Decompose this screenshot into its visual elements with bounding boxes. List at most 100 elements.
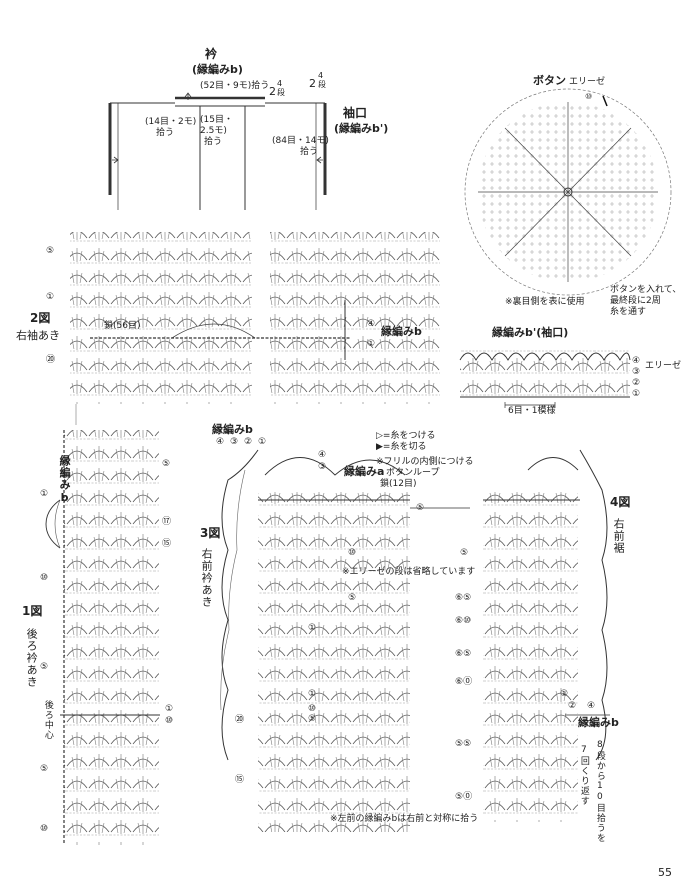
- fig3-elise-note: ※エリーゼの段は省略しています: [342, 567, 476, 577]
- edgebp-elise: エリーゼ: [645, 361, 682, 371]
- fig3-row-1b: ⑩: [308, 704, 317, 714]
- fig3-row-20: ⑳: [235, 715, 245, 725]
- fig1-row-e: ⑤: [40, 662, 49, 672]
- fig4-row-60a: ⑥⑩: [455, 616, 472, 626]
- fig4-pick-note: 8段から10目拾うを: [594, 740, 605, 843]
- fig2-title: 2図: [30, 311, 51, 325]
- button-chart: [464, 88, 672, 296]
- button-title: ボタン: [533, 74, 566, 87]
- fig2-chain: 鎖(56目): [104, 321, 141, 331]
- fig4-title: 4図: [610, 495, 631, 509]
- fig1-title: 1図: [22, 604, 43, 618]
- page-number: 55: [658, 866, 672, 879]
- fig3-edge-a: 縁編みa: [344, 465, 385, 478]
- button-note-last: 最終段に2周: [610, 296, 661, 306]
- fig4-row-1: ①: [560, 689, 569, 699]
- fig3-row-4: ④: [216, 437, 225, 447]
- fig1-row-g: ⑩: [165, 716, 174, 726]
- button-note-insert: ボタンを入れて、: [610, 285, 682, 295]
- fig3-button-loop: ボタンループ: [386, 468, 440, 478]
- fig2-row5: ⑤: [46, 246, 55, 256]
- fig3-row-2: ②: [244, 437, 253, 447]
- cuff-pick2: 拾う: [300, 147, 319, 157]
- fig1-center: 後ろ中心: [42, 700, 53, 740]
- cuff-pick: (84目・14モ): [272, 136, 329, 146]
- fig3-row-5b: ①: [308, 623, 317, 633]
- fig4-row-65: ⑥⑤: [455, 593, 472, 603]
- cuff-title: 袖口: [343, 106, 368, 120]
- fig4-row-55: ⑤⑤: [455, 739, 472, 749]
- cuff-rows: 2: [309, 77, 316, 90]
- edgebp-repeat: 6目・1模様: [508, 406, 556, 416]
- collar-mid-pick2: 2.5モ): [200, 126, 227, 136]
- fig4-edge-b: 縁編みb: [578, 716, 619, 729]
- fig2-chart: [70, 232, 440, 425]
- fig3-row-10b: ⑤: [348, 593, 357, 603]
- collar-mid-pick3: 拾う: [204, 137, 223, 147]
- fig4-row-50: ⑤⓪: [455, 792, 473, 802]
- fig3-row-3b: ③: [318, 462, 327, 472]
- fig4-chart: [483, 449, 610, 822]
- fig4-row-65b: ⑥⑤: [455, 649, 472, 659]
- fig3-edge-b: 縁編みb: [212, 423, 253, 436]
- fig3-left-note: ※左前の縁編みbは右前と対称に拾う: [330, 814, 479, 824]
- edgebp-row-3: ③: [632, 367, 641, 377]
- edgebp-row-4: ④: [632, 356, 641, 366]
- fig3-row-4b: ④: [318, 450, 327, 460]
- fig4-row-60b: ⑥⓪: [455, 677, 473, 687]
- fig4-row-4: ④: [587, 701, 596, 711]
- fig2-edge-b: 縁編みb: [381, 325, 422, 338]
- fig1-row-c: ⑮: [162, 539, 172, 549]
- fig2-subtitle: 右袖あき: [16, 329, 60, 342]
- fig1-row-i: ⑩: [40, 824, 49, 834]
- fig1-row-a: ⑤: [162, 459, 171, 469]
- fig3-frill-note: ※フリルの内側につける: [376, 457, 474, 467]
- collar-stitch-top: (52目・9モ)拾う: [200, 81, 270, 91]
- fig3-legend-attach: ▷=糸をつける: [376, 431, 436, 441]
- fig2-row1: ①: [46, 292, 55, 302]
- fig2-r4: ④: [367, 319, 376, 329]
- fig3-chain12: 鎖(12目): [380, 479, 417, 489]
- fig3-chart: [220, 449, 470, 832]
- edgebp-row-1: ①: [632, 389, 641, 399]
- fig1-row-d: ⑩: [40, 573, 49, 583]
- fig1-row-j: ①: [40, 489, 49, 499]
- fig4-subtitle: 右前裾: [612, 518, 626, 554]
- edgebp-row-2: ②: [632, 378, 641, 388]
- collar-rows: 2: [269, 85, 276, 98]
- collar-left-pick: (14目・2モ): [145, 117, 197, 127]
- cuff-pattern: (縁編みb'): [334, 122, 389, 135]
- collar-rows-frac: 4 段: [277, 79, 285, 97]
- button-note-thread: 糸を通す: [610, 307, 647, 317]
- fig1-subtitle: 後ろ衿あき: [25, 628, 39, 688]
- fig3-row-10a: ⑤: [416, 503, 425, 513]
- button-row10: ⑩: [585, 92, 593, 101]
- cuff-rows-frac: 4 段: [318, 71, 326, 89]
- button-edging: エリーゼ: [569, 77, 606, 87]
- fig3-row-1: ①: [258, 437, 267, 447]
- fig2-row20: ⑳: [46, 355, 56, 365]
- edgebp-title: 縁編みb'(袖口): [492, 326, 569, 339]
- collar-pattern: (縁編みb): [192, 63, 243, 76]
- button-note-back: ※裏目側を表に使用: [505, 297, 585, 307]
- fig1-edge-b: 縁編みb: [58, 455, 72, 505]
- fig1-row-h: ⑤: [40, 764, 49, 774]
- fig3-legend-cut: ▶=糸を切る: [376, 442, 427, 452]
- fig4-repeat-note: 7回くり返す: [578, 745, 589, 806]
- fig3-row-3: ③: [230, 437, 239, 447]
- fig3-subtitle: 右前衿あき: [200, 548, 214, 608]
- fig4-row-2: ②: [568, 701, 577, 711]
- fig1-chart: [45, 430, 160, 845]
- fig1-row-f: ①: [165, 704, 174, 714]
- fig1-row-b: ⑰: [162, 517, 172, 527]
- edge-bprime-chart: [459, 350, 631, 408]
- collar-title: 衿: [205, 47, 218, 61]
- fig3-title: 3図: [200, 526, 221, 540]
- fig2-r1: ①: [367, 339, 376, 349]
- fig3-row-15: ⑮: [235, 775, 245, 785]
- collar-mid-pick: (15目・: [200, 115, 233, 125]
- collar-left-pick2: 拾う: [156, 128, 175, 138]
- fig3-row-5c: ①: [308, 689, 317, 699]
- fig4-row-5: ⑤: [460, 548, 469, 558]
